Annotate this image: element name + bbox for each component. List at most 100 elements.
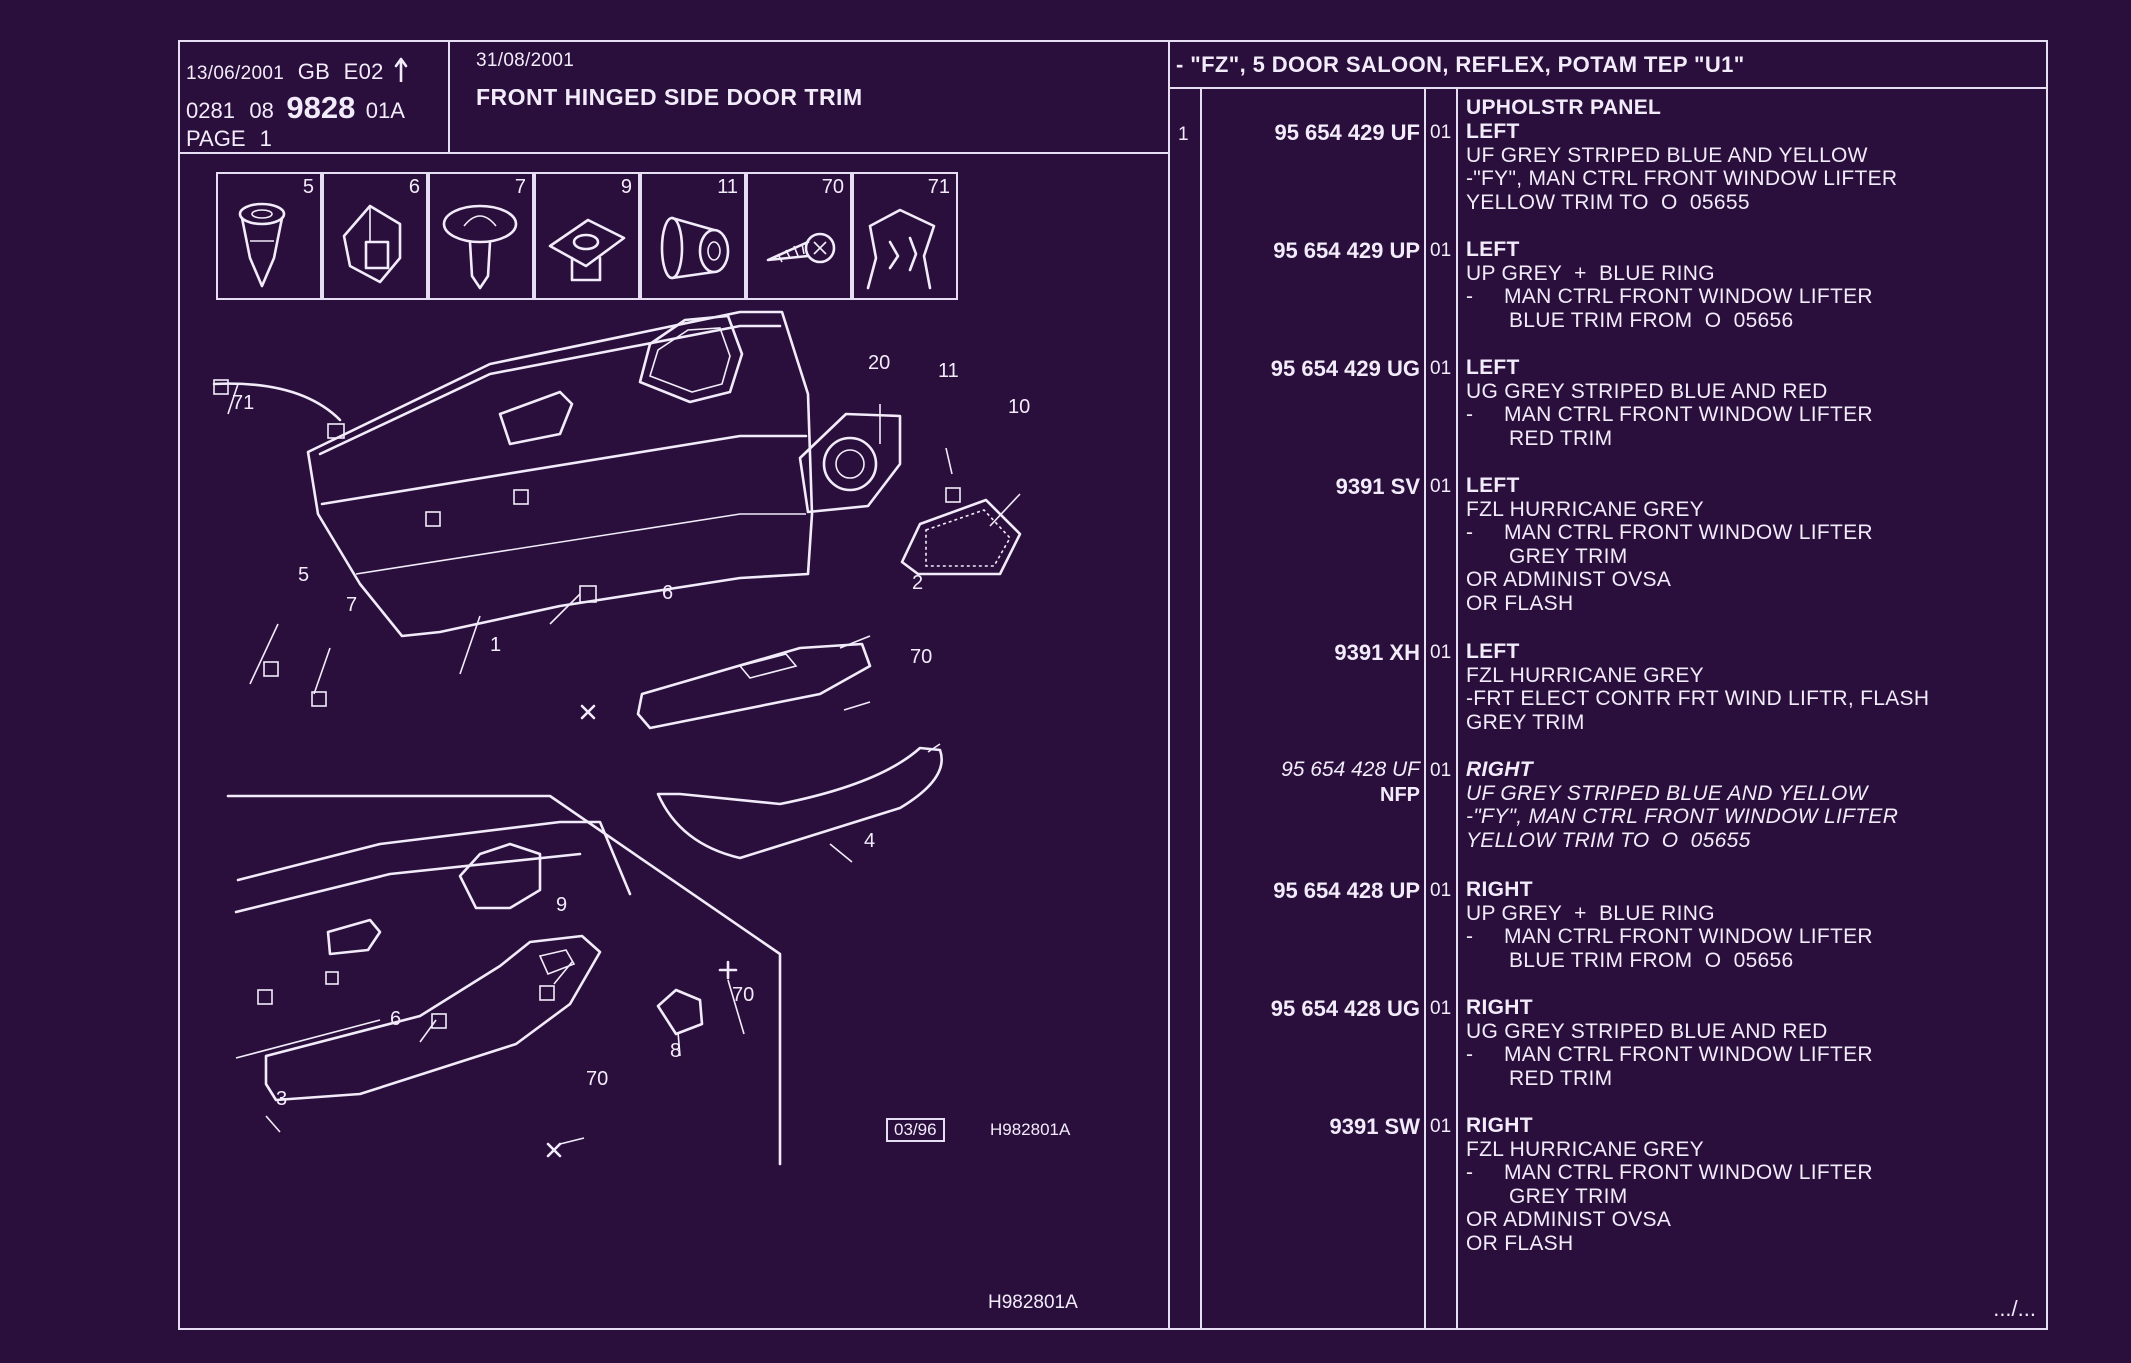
description-line: UP GREY + BLUE RING (1466, 901, 1715, 925)
edition-code: E02 (343, 59, 384, 84)
speaker-assembly (798, 412, 1022, 576)
header-divider-left (180, 152, 1170, 154)
description-line: UG GREY STRIPED BLUE AND RED (1466, 1019, 1828, 1043)
description-line: - MAN CTRL FRONT WINDOW LIFTER (1466, 925, 1873, 948)
side-label: LEFT (1466, 238, 1520, 261)
header-divider-right (1168, 87, 2048, 89)
part-number[interactable]: 95 654 428 UG (1270, 996, 1420, 1021)
retainer-clip-icon (342, 204, 402, 284)
callout-70b: 70 (732, 984, 755, 1006)
header-divider-vertical (448, 42, 450, 152)
part-number[interactable]: 95 654 429 UG (1270, 356, 1420, 381)
description-line: - MAN CTRL FRONT WINDOW LIFTER (1466, 403, 1873, 426)
part-number[interactable]: 95 654 429 UP (1273, 238, 1420, 263)
callout-3: 3 (276, 1088, 288, 1110)
description-line: OR FLASH (1466, 591, 1574, 615)
side-label: LEFT (1466, 356, 1520, 379)
callout-6b: 6 (390, 1008, 402, 1030)
description-line: GREY TRIM (1466, 710, 1585, 734)
callout-9: 9 (556, 894, 568, 916)
callout-70c: 70 (586, 1068, 609, 1090)
description-line: YELLOW TRIM TO O 05655 (1466, 190, 1750, 214)
description-line: - MAN CTRL FRONT WINDOW LIFTER (1466, 285, 1873, 308)
fastener-cell-71[interactable]: 71 (852, 172, 958, 300)
group-title: UPHOLSTR PANEL (1466, 96, 1662, 119)
up-arrow-icon (395, 57, 408, 84)
description-line: RED TRIM (1466, 1066, 1613, 1090)
callout-20: 20 (868, 352, 891, 374)
part-number[interactable]: 9391 XH (1334, 640, 1420, 665)
code-a: 0281 (186, 98, 235, 123)
callout-5: 5 (298, 564, 310, 586)
drawing-date-box: 03/96 (886, 1118, 945, 1142)
description-line: RED TRIM (1466, 426, 1613, 450)
part-number[interactable]: 95 654 429 UF (1274, 120, 1420, 145)
fastener-cell-7[interactable]: 7 (428, 172, 534, 300)
fastener-cell-11[interactable]: 11 (640, 172, 746, 300)
page-number: 1 (259, 126, 272, 151)
fastener-cell-6[interactable]: 6 (322, 172, 428, 300)
callout-70a: 70 (910, 646, 933, 668)
callout-4: 4 (864, 830, 876, 852)
quantity: 01 (1430, 1116, 1452, 1137)
description-line: - MAN CTRL FRONT WINDOW LIFTER (1466, 1043, 1873, 1066)
description-line: -"FY", MAN CTRL FRONT WINDOW LIFTER (1466, 167, 1898, 190)
callout-1: 1 (490, 634, 502, 656)
speed-nut-icon (548, 218, 626, 282)
fastener-cell-70[interactable]: 70 (746, 172, 852, 300)
description-line: UP GREY + BLUE RING (1466, 261, 1715, 285)
description-line: - MAN CTRL FRONT WINDOW LIFTER (1466, 1161, 1873, 1184)
header-codes-block: 13/06/2001 GB E02 (186, 56, 409, 85)
push-clip-icon (238, 202, 286, 288)
mushroom-clip-icon (442, 204, 518, 290)
page-indicator: PAGE 1 (186, 126, 272, 152)
side-label: RIGHT (1466, 878, 1533, 901)
part-number[interactable]: 95 654 428 UP (1273, 878, 1420, 903)
door-trim-exploded-drawing (212, 310, 1022, 1166)
fastener-symbols (213, 379, 738, 1158)
table-col-part (1424, 88, 1426, 1330)
description-line: FZL HURRICANE GREY (1466, 663, 1704, 687)
code-b: 08 (249, 98, 274, 123)
parts-catalog-sheet: 13/06/2001 GB E02 0281 08 9828 01A PAGE … (178, 40, 2048, 1330)
drawing-reference: H982801A (990, 1120, 1071, 1139)
quantity: 01 (1430, 122, 1452, 143)
header-plate-line: 0281 08 9828 01A (186, 90, 405, 126)
part-number[interactable]: 9391 SW (1329, 1114, 1421, 1139)
door-panel-outline (212, 310, 814, 638)
fastener-cell-9[interactable]: 9 (534, 172, 640, 300)
update-date: 31/08/2001 (476, 50, 575, 71)
callout-6: 6 (662, 582, 674, 604)
continued-marker: .../... (1993, 1296, 2036, 1321)
description-line: GREY TRIM (1466, 1184, 1628, 1208)
description-line: BLUE TRIM FROM O 05656 (1466, 948, 1794, 972)
description-line: FZL HURRICANE GREY (1466, 497, 1704, 521)
nfp-flag: NFP (1380, 784, 1420, 806)
plate-number: 9828 (286, 90, 356, 125)
table-col-item (1200, 88, 1202, 1330)
quantity: 01 (1430, 642, 1452, 663)
part-number[interactable]: 9391 SV (1335, 474, 1420, 499)
description-line: BLUE TRIM FROM O 05656 (1466, 308, 1794, 332)
table-col-qty (1456, 88, 1458, 1330)
fastener-cell-5[interactable]: 5 (216, 172, 322, 300)
page-title: FRONT HINGED SIDE DOOR TRIM (476, 84, 863, 110)
screw-icon (766, 232, 836, 264)
side-label: LEFT (1466, 474, 1520, 497)
quantity: 01 (1430, 880, 1452, 901)
description-line: OR FLASH (1466, 1231, 1574, 1255)
code-c: 01A (365, 98, 405, 123)
callout-2: 2 (912, 572, 924, 594)
part-number[interactable]: 95 654 428 UF (1281, 758, 1420, 781)
main-divider (1168, 42, 1170, 1330)
description-line: UF GREY STRIPED BLUE AND YELLOW (1466, 781, 1868, 805)
callout-11: 11 (938, 360, 959, 382)
spring-clip-icon (866, 208, 936, 290)
